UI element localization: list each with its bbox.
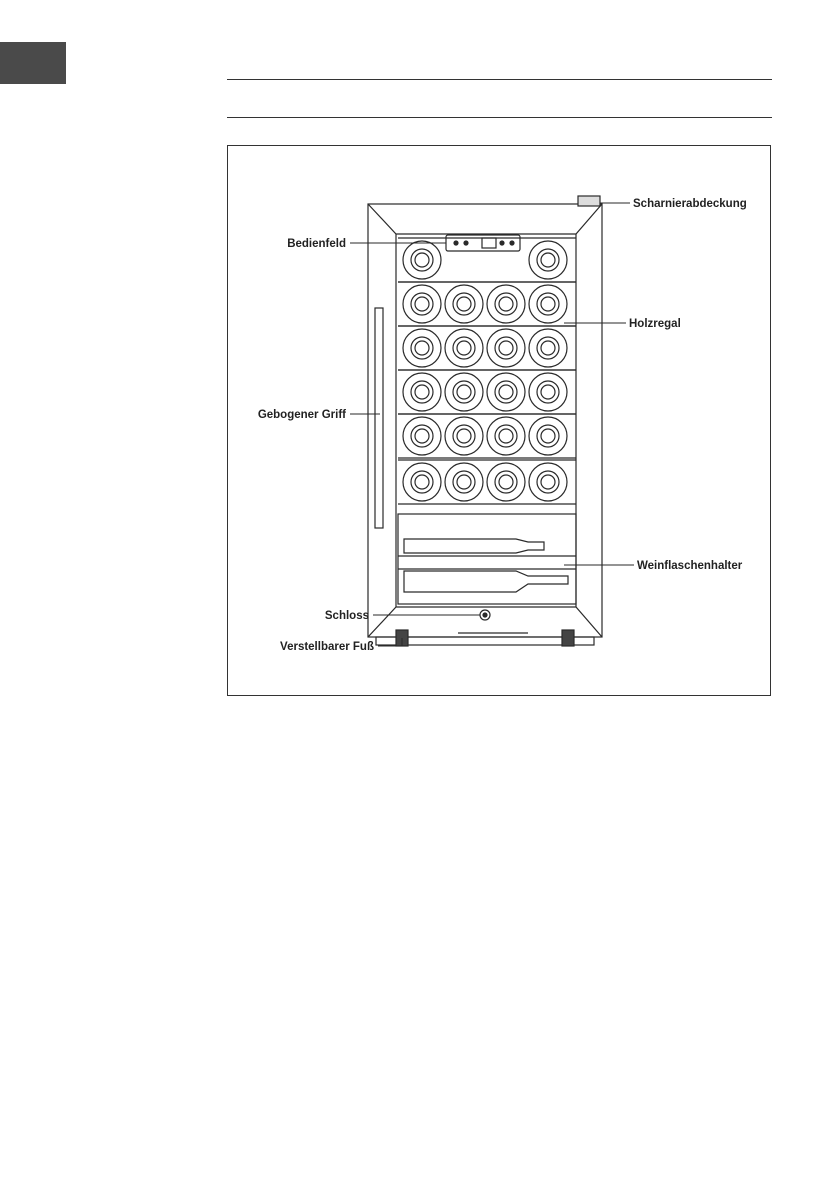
bottle-cap-icon — [499, 475, 513, 489]
control-button-icon — [464, 241, 468, 245]
bottle-neck-icon — [495, 471, 517, 493]
control-button-icon — [510, 241, 514, 245]
curved-handle-icon — [375, 308, 383, 528]
bottle-cap-icon — [415, 385, 429, 399]
bottle-cap-icon — [499, 429, 513, 443]
header-rule-bottom — [227, 117, 772, 118]
bottle-cap-icon — [541, 297, 555, 311]
bottle-end-icon — [445, 417, 483, 455]
bottle-cap-icon — [415, 429, 429, 443]
bottle-neck-icon — [537, 425, 559, 447]
bottle-end-icon — [403, 417, 441, 455]
bottle-end-icon — [403, 285, 441, 323]
bottle-neck-icon — [411, 249, 433, 271]
bottle-cap-icon — [541, 475, 555, 489]
bottle-cap-icon — [415, 297, 429, 311]
control-button-icon — [454, 241, 458, 245]
bottle-neck-icon — [453, 425, 475, 447]
bottle-cap-icon — [541, 253, 555, 267]
bottle-end-icon — [403, 241, 441, 279]
control-button-icon — [500, 241, 504, 245]
bottle-end-icon — [403, 373, 441, 411]
header-rule-top — [227, 79, 772, 80]
bottle-neck-icon — [537, 471, 559, 493]
bottle-cap-icon — [415, 475, 429, 489]
bottle-cap-icon — [457, 297, 471, 311]
bottle-end-icon — [487, 417, 525, 455]
bottle-end-icon — [529, 285, 567, 323]
wine-cooler-outline — [368, 196, 602, 646]
bottle-neck-icon — [495, 425, 517, 447]
bottle-neck-icon — [537, 249, 559, 271]
bottle-neck-icon — [453, 381, 475, 403]
bottle-cap-icon — [415, 253, 429, 267]
bottle-neck-icon — [495, 293, 517, 315]
label-lock: Schloss — [325, 610, 369, 622]
bottle-end-icon — [403, 329, 441, 367]
bottle-end-icon — [529, 463, 567, 501]
bottle-cap-icon — [541, 385, 555, 399]
bottle-cap-icon — [457, 341, 471, 355]
bottle-lying-icon — [404, 539, 544, 553]
bottle-end-icon — [445, 463, 483, 501]
bottom-compartment — [398, 514, 576, 604]
cabinet-outer — [368, 204, 602, 637]
cabinet-base — [376, 637, 594, 645]
bottle-end-icon — [529, 329, 567, 367]
lock-keyhole-icon — [483, 613, 487, 617]
label-wooden-shelf: Holzregal — [629, 318, 681, 330]
bottle-end-icon — [403, 463, 441, 501]
bottle-end-icon — [529, 417, 567, 455]
bottle-end-icon — [487, 329, 525, 367]
bottle-end-icon — [487, 373, 525, 411]
label-adjustable-foot: Verstellbarer Fuß — [280, 641, 374, 653]
bottle-end-icon — [445, 373, 483, 411]
bottle-cap-icon — [499, 341, 513, 355]
display-icon — [482, 238, 496, 248]
bottle-cap-icon — [541, 429, 555, 443]
bottle-neck-icon — [411, 337, 433, 359]
bottle-lying-icon — [404, 571, 568, 592]
wooden-shelves — [398, 238, 576, 504]
bottle-end-icon — [487, 463, 525, 501]
bottle-neck-icon — [453, 471, 475, 493]
wine-cooler-diagram: Scharnierabdeckung Bedienfeld Holzregal … — [228, 146, 772, 697]
bottle-cap-icon — [541, 341, 555, 355]
bottle-neck-icon — [495, 381, 517, 403]
leader-lines — [350, 203, 634, 646]
bottle-end-icon — [487, 285, 525, 323]
label-curved-handle: Gebogener Griff — [258, 409, 346, 421]
bottle-cap-icon — [499, 385, 513, 399]
bottle-cap-icon — [415, 341, 429, 355]
hinge-cover-icon — [578, 196, 600, 206]
label-hinge-cover: Scharnierabdeckung — [633, 198, 747, 210]
bottle-neck-icon — [453, 293, 475, 315]
bottle-neck-icon — [537, 337, 559, 359]
adjustable-foot-icon — [562, 630, 574, 646]
bottle-cap-icon — [457, 429, 471, 443]
bottle-neck-icon — [453, 337, 475, 359]
bottle-cap-icon — [457, 475, 471, 489]
bottle-neck-icon — [537, 293, 559, 315]
diagram-frame: Scharnierabdeckung Bedienfeld Holzregal … — [227, 145, 771, 696]
bottle-end-icon — [445, 285, 483, 323]
bottle-end-icon — [445, 329, 483, 367]
bottle-neck-icon — [411, 293, 433, 315]
bottle-neck-icon — [411, 425, 433, 447]
label-bottle-holder: Weinflaschenhalter — [637, 560, 743, 572]
bottle-neck-icon — [495, 337, 517, 359]
bottle-neck-icon — [537, 381, 559, 403]
bottle-cap-icon — [499, 297, 513, 311]
bottle-end-icon — [529, 241, 567, 279]
door-bevel-top — [368, 204, 602, 234]
bottle-neck-icon — [411, 381, 433, 403]
language-tab — [0, 42, 66, 84]
bottle-cap-icon — [457, 385, 471, 399]
label-control-panel: Bedienfeld — [287, 238, 346, 250]
bottle-neck-icon — [411, 471, 433, 493]
bottle-end-icon — [529, 373, 567, 411]
